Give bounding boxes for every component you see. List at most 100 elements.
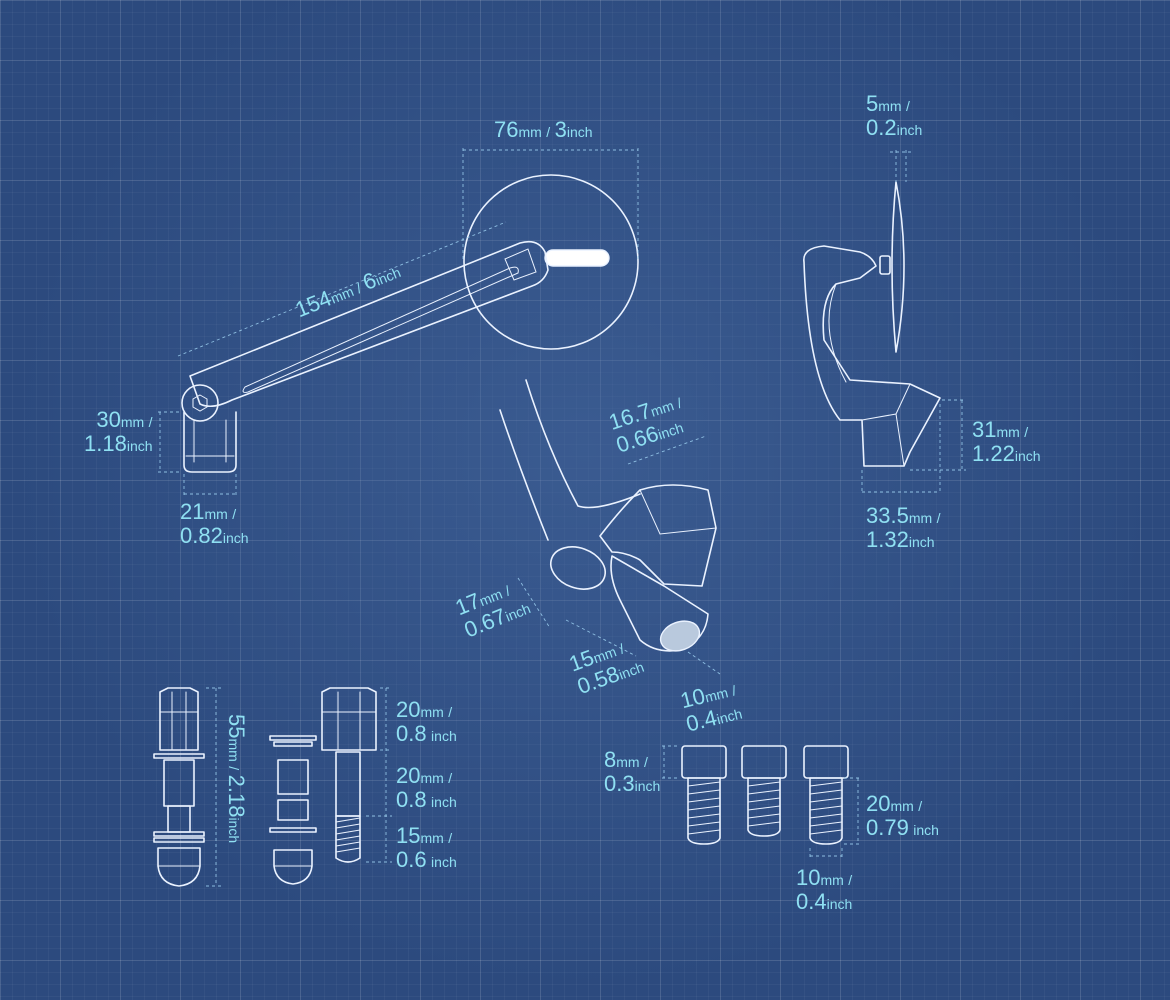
clamp-edge [895, 413, 905, 467]
dim-unit-mm: mm [204, 506, 228, 522]
dim-separator: / [918, 798, 923, 814]
dim-label-bolt-thread: 15mm / 0.6 inch [396, 824, 457, 872]
arm-end-collar [504, 248, 537, 281]
dim-label-mirror-diameter: 76mm / 3inch [494, 118, 593, 142]
dim-label-screw-length: 20mm / 0.79 inch [866, 792, 939, 840]
dim-separator: / [848, 872, 853, 888]
dim-unit-mm: mm [420, 770, 444, 786]
clamp-arm-edge [525, 379, 641, 509]
dim-value-inch: 0.8 [396, 720, 427, 746]
dim-value-mm: 21 [180, 499, 205, 524]
clamp-edge [839, 383, 911, 421]
short-bolt-thread [335, 815, 361, 863]
dim-separator: / [1024, 424, 1029, 440]
dim-value-inch: 0.6 [396, 846, 427, 872]
dim-value-inch: 0.4 [796, 888, 827, 914]
mirror-led-slot [544, 249, 610, 267]
dim-value-inch: 1.32 [866, 526, 909, 552]
dim-separator: / [448, 704, 453, 720]
dim-value-mm: 10 [796, 865, 821, 890]
dim-separator: / [148, 414, 153, 430]
front-view-mirror-arm [158, 148, 639, 496]
dim-value-inch: 3 [554, 117, 567, 142]
dim-unit-mm: mm [878, 98, 902, 114]
side-arm [803, 245, 941, 467]
socket-screw [803, 745, 849, 845]
dim-unit-inch: inch [126, 437, 153, 454]
arm-slot [242, 266, 519, 393]
socket-screws [662, 745, 862, 860]
side-view-mirror [803, 150, 966, 494]
short-bolt-hex-head [321, 687, 377, 751]
dim-unit-inch: inch [913, 821, 939, 838]
dim-value-mm: 76 [494, 117, 519, 142]
washer [153, 753, 205, 759]
dim-value-mm: 33.5 [866, 503, 909, 528]
clamp-bore [550, 546, 606, 590]
dim-value-inch: 0.3 [604, 770, 635, 796]
spacer-short [277, 799, 309, 821]
dim-unit-inch: inch [566, 124, 593, 140]
dim-unit-inch: inch [634, 777, 661, 794]
dim-unit-mm: mm [226, 738, 242, 762]
dim-label-screw-head: 8mm / 0.3inch [604, 748, 660, 796]
dim-unit-inch: inch [226, 817, 242, 844]
washer [153, 831, 205, 837]
dim-label-base-height: 30mm / 1.18inch [84, 408, 153, 456]
socket-screw [681, 745, 727, 845]
thread-lines [335, 817, 361, 853]
long-bolt-hex-head [159, 687, 199, 751]
long-bolt-shank [167, 805, 191, 833]
dim-unit-inch: inch [431, 727, 457, 744]
dim-label-bolt-head: 20mm / 0.8 inch [396, 698, 457, 746]
side-arm-inner [828, 283, 847, 383]
dim-separator: / [546, 124, 551, 140]
dim-line-arm-length [177, 221, 507, 357]
dim-label-mirror-thickness: 5mm / 0.2inch [866, 92, 922, 140]
dim-unit-inch: inch [908, 533, 935, 550]
dim-line-clamp-nut [565, 619, 637, 657]
dim-value-mm: 55 [224, 714, 249, 739]
dim-separator: / [644, 754, 648, 770]
clamp-detail-view [499, 379, 721, 675]
dim-label-bolt-shank: 20mm / 0.8 inch [396, 764, 457, 812]
dim-label-base-width: 21mm / 0.82inch [180, 500, 249, 548]
dim-unit-mm: mm [908, 510, 933, 526]
dim-unit-mm: mm [820, 872, 844, 888]
dim-value-inch: 0.79 [866, 814, 909, 840]
dim-separator: / [354, 279, 364, 297]
dim-value-inch: 2.18 [224, 774, 249, 818]
washer [269, 827, 317, 833]
dim-label-clamp-width: 33.5mm / 1.32inch [866, 504, 941, 552]
dim-unit-inch: inch [1014, 447, 1041, 464]
dim-unit-mm: mm [616, 754, 640, 770]
spacer-set [269, 735, 317, 885]
dim-separator: / [936, 510, 941, 526]
dim-unit-inch: inch [431, 793, 457, 810]
dim-value-mm: 20 [396, 763, 421, 788]
dim-separator: / [617, 640, 627, 657]
dim-separator: / [226, 766, 242, 771]
dim-unit-mm: mm [420, 830, 444, 846]
clamp-nut-hole [659, 620, 701, 652]
spacer-long [277, 759, 309, 795]
mirror-arm [189, 240, 549, 408]
clamp-nut [610, 555, 709, 652]
mirror-side-profile [891, 181, 905, 353]
dim-separator: / [502, 582, 513, 599]
dim-line-clamp-bore [517, 577, 551, 629]
dim-value-mm: 20 [866, 791, 891, 816]
dim-unit-mm: mm [120, 414, 145, 430]
arm-pivot [181, 384, 219, 422]
mirror-round-head [463, 174, 639, 350]
washer [269, 735, 317, 741]
dim-value-inch: 1.18 [84, 430, 127, 456]
short-bolt [321, 687, 392, 863]
dim-value-mm: 20 [396, 697, 421, 722]
dim-separator: / [448, 770, 453, 786]
dim-value-inch: 1.22 [972, 440, 1015, 466]
dim-line-clamp-hole [687, 651, 721, 675]
dim-value-mm: 5 [866, 91, 879, 116]
long-bolt-spacer [163, 759, 195, 807]
